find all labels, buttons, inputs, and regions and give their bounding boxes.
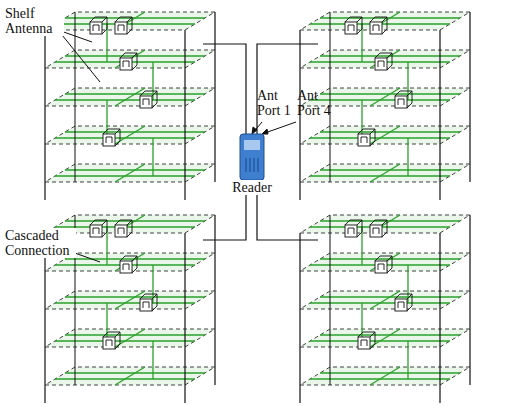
rfid-tag-box xyxy=(120,53,137,70)
shelf-post xyxy=(439,30,440,200)
cascaded-connection xyxy=(106,303,107,341)
rfid-tag-box xyxy=(375,256,392,273)
reader-case xyxy=(240,134,264,180)
shelf-post xyxy=(75,12,76,182)
rfid-tag-box xyxy=(140,91,157,108)
antenna-trace xyxy=(370,164,400,182)
reader-body xyxy=(226,132,278,180)
shelf-post xyxy=(299,233,300,403)
rfid-tag-box xyxy=(103,332,120,349)
rfid-tag-box xyxy=(120,256,137,273)
callout-label: Ant Port 1 xyxy=(256,88,302,118)
shelf-post xyxy=(469,215,470,385)
shelf-post xyxy=(330,215,331,385)
shelf-antenna xyxy=(300,164,470,182)
rfid-tag-box xyxy=(358,332,375,349)
port-arrow xyxy=(252,122,296,134)
antenna-cable xyxy=(203,44,318,240)
rfid-tag-box xyxy=(345,220,362,237)
cascaded-connection xyxy=(361,303,362,341)
rfid-tag-box xyxy=(375,53,392,70)
shelf-post xyxy=(439,233,440,403)
shelf-antenna xyxy=(45,126,215,144)
cascaded-connection xyxy=(407,138,408,176)
shelf-antenna xyxy=(300,291,470,309)
antenna-trace xyxy=(370,367,400,385)
reader-vent xyxy=(245,158,246,172)
cascaded-connection xyxy=(407,341,408,379)
shelf-post xyxy=(330,12,331,182)
shelf-antenna xyxy=(45,164,215,182)
callout-label: Ant Port 4 xyxy=(296,88,342,118)
rfid-tag-box xyxy=(395,294,412,311)
cascaded-connection xyxy=(361,100,362,138)
reader-vent xyxy=(257,158,258,172)
reader-device: Reader xyxy=(226,132,278,196)
rfid-tag-box xyxy=(395,91,412,108)
shelf-antenna xyxy=(300,12,470,30)
rfid-tag-box xyxy=(90,17,107,34)
shelf-unit xyxy=(300,215,470,403)
shelf-post xyxy=(469,12,470,182)
rfid-tag-box xyxy=(358,129,375,146)
shelf-unit xyxy=(45,12,215,200)
shelf-post xyxy=(184,30,185,200)
antenna-trace xyxy=(115,367,145,385)
shelf-antenna xyxy=(300,329,470,347)
shelf-post xyxy=(214,12,215,182)
rfid-tag-box xyxy=(115,17,132,34)
rfid-tag-box xyxy=(370,17,387,34)
rfid-tag-box xyxy=(345,17,362,34)
shelf-antenna xyxy=(45,367,215,385)
antenna-trace xyxy=(115,164,145,182)
reader-vent xyxy=(253,158,254,172)
rfid-tag-box xyxy=(115,220,132,237)
callout-label: Cascaded Connection xyxy=(4,228,76,258)
shelf-post xyxy=(44,233,45,403)
shelf-antenna xyxy=(300,215,470,233)
rfid-tag-box xyxy=(140,294,157,311)
rfid-tag-box xyxy=(103,129,120,146)
shelf-post xyxy=(184,233,185,403)
cascaded-connection xyxy=(152,341,153,379)
shelf-post xyxy=(44,30,45,200)
reader-vent xyxy=(249,158,250,172)
reader-panel xyxy=(244,140,260,150)
shelf-antenna xyxy=(45,12,215,30)
cascaded-connection xyxy=(152,138,153,176)
shelf-antenna xyxy=(45,329,215,347)
shelf-antenna xyxy=(45,88,215,106)
cascaded-connection xyxy=(106,100,107,138)
shelf-antenna xyxy=(300,367,470,385)
rfid-tag-box xyxy=(90,220,107,237)
rfid-tag-box xyxy=(370,220,387,237)
shelf-antenna xyxy=(45,291,215,309)
callout-label: Shelf Antenna xyxy=(4,6,64,36)
node-text: Reader xyxy=(232,180,272,195)
shelf-antenna xyxy=(300,126,470,144)
